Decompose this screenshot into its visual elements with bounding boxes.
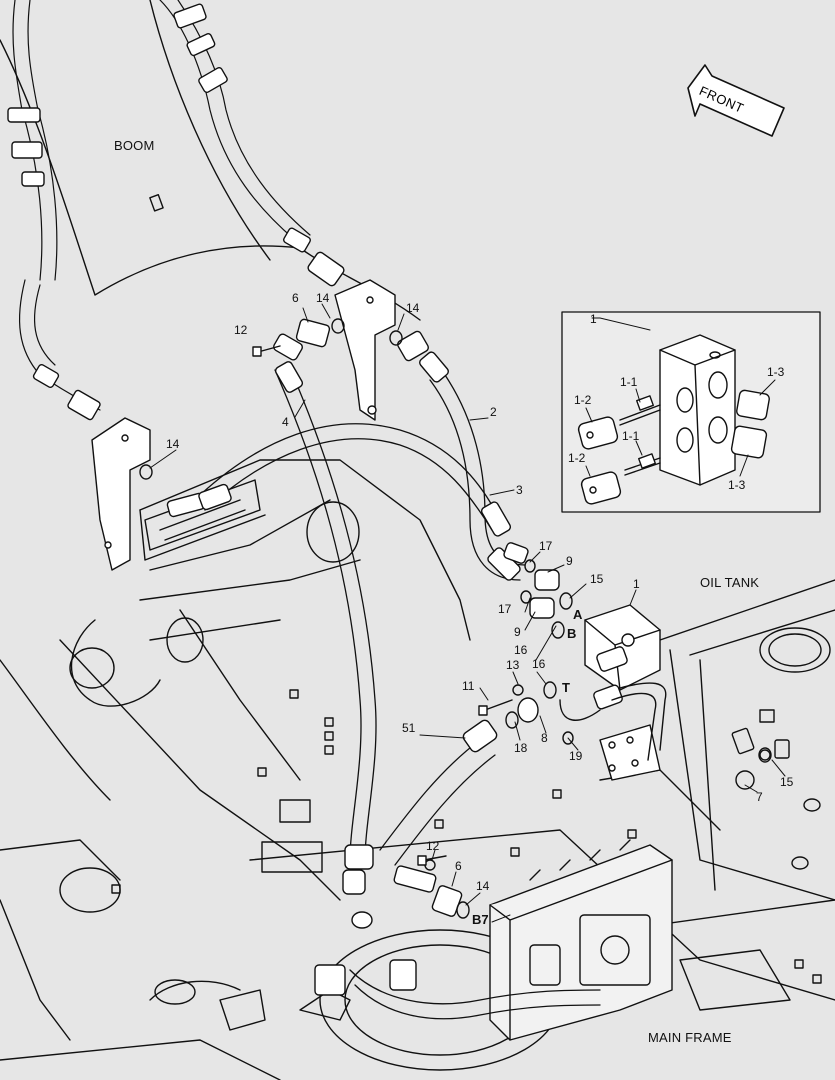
callout-14-c: 14 [166, 437, 180, 451]
callout-1-1-lower: 1-1 [622, 429, 640, 443]
port-b-label: B [567, 626, 577, 641]
callout-51: 51 [402, 721, 416, 735]
main-control-valve [489, 839, 673, 1041]
bolts [252, 345, 513, 866]
boom-fittings [7, 3, 345, 421]
valve-block-1 [559, 604, 667, 781]
callout-1-2-upper: 1-2 [574, 393, 592, 407]
callout-15-a: 15 [590, 572, 604, 586]
o-rings [139, 318, 772, 919]
callout-12-lower: 12 [426, 839, 440, 853]
callout-9-lower: 9 [514, 625, 521, 639]
oil-tank-label: OIL TANK [700, 575, 760, 590]
hose-fittings [166, 318, 560, 996]
frame-details [111, 689, 822, 984]
callout-1-3-lower: 1-3 [728, 478, 746, 492]
callout-12-upper: 12 [234, 323, 248, 337]
callout-17-b: 17 [498, 602, 512, 616]
callout-14-d: 14 [476, 879, 490, 893]
callout-14-a: 14 [316, 291, 330, 305]
leader-lines [149, 303, 786, 923]
callout-6-upper: 6 [292, 291, 299, 305]
port-a-label: A [573, 607, 583, 622]
long-hoses [199, 367, 601, 1020]
callout-13: 13 [506, 658, 520, 672]
callout-3: 3 [516, 483, 523, 497]
callout-16-b: 16 [532, 657, 546, 671]
callout-1-valve: 1 [633, 577, 640, 591]
callout-11: 11 [462, 679, 475, 693]
boom-label: BOOM [114, 138, 155, 153]
callout-1-3-upper: 1-3 [767, 365, 785, 379]
callout-16-a: 16 [514, 643, 528, 657]
callout-9-upper: 9 [566, 554, 573, 568]
callout-1-1-upper: 1-1 [620, 375, 638, 389]
callout-4: 4 [282, 415, 289, 429]
callout-7: 7 [756, 790, 763, 804]
callout-19: 19 [569, 749, 583, 763]
main-frame-label: MAIN FRAME [648, 1030, 732, 1045]
callout-8: 8 [541, 731, 548, 745]
pipe-brackets [91, 279, 396, 571]
callout-6-lower: 6 [455, 859, 462, 873]
callout-15-b: 15 [780, 775, 794, 789]
callout-2: 2 [490, 405, 497, 419]
port-t-label: T [562, 680, 570, 695]
inset-detail [561, 311, 821, 513]
port-b7-label: B7 [472, 912, 489, 927]
callout-14-b: 14 [406, 301, 420, 315]
callout-17-a: 17 [539, 539, 553, 553]
callout-18: 18 [514, 741, 528, 755]
front-arrow [687, 64, 785, 137]
callout-1-inset: 1 [590, 312, 597, 326]
callout-1-2-lower: 1-2 [568, 451, 586, 465]
